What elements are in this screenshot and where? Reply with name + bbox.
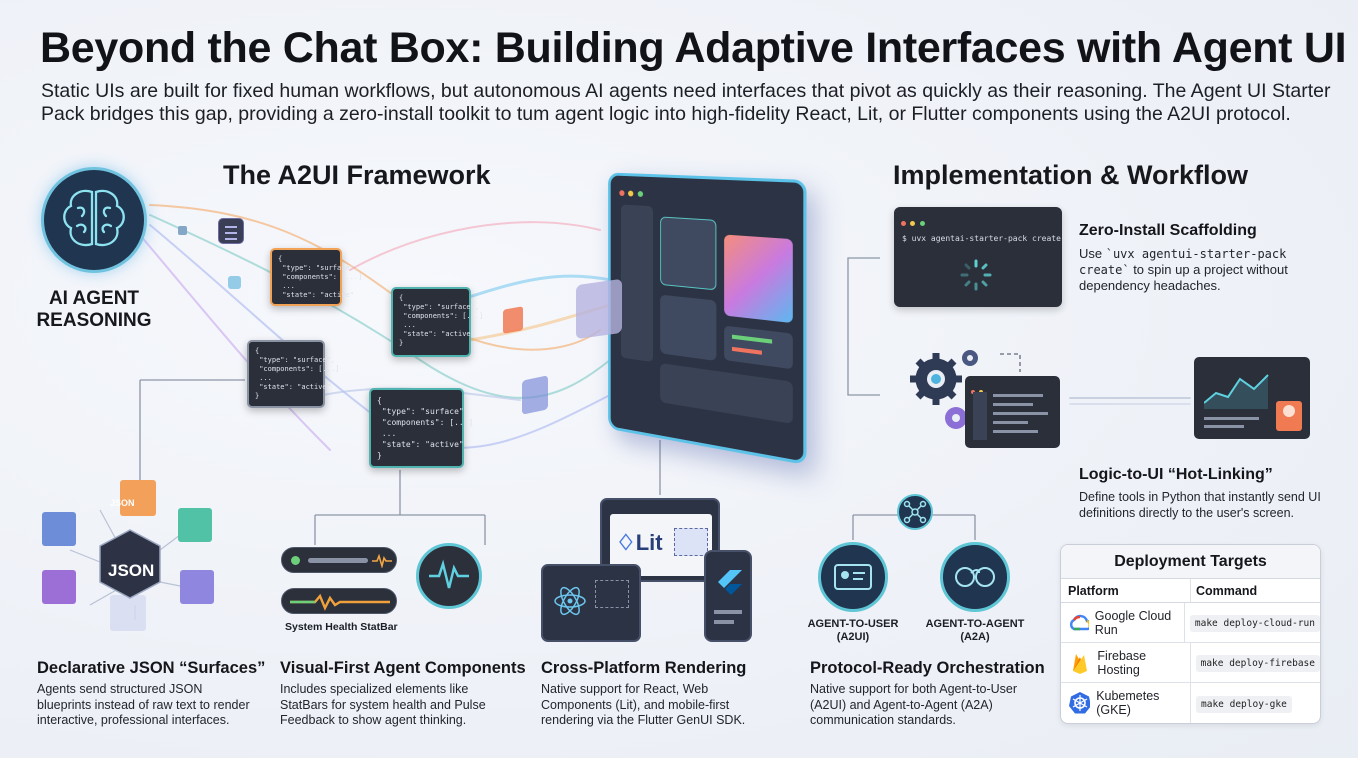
feature-title-orchestration: Protocol-Ready Orchestration [810, 659, 1045, 677]
table-row: Google Cloud Run make deploy-cloud-run [1061, 603, 1320, 643]
terminal-window: $ uvx agentai-starter-pack create [894, 207, 1062, 307]
hotlink-title: Logic-to-UI “Hot-Linking” [1079, 466, 1273, 483]
zero-install-title: Zero-Install Scaffolding [1079, 222, 1257, 239]
statbar-widget [281, 547, 397, 573]
brain-icon [63, 189, 125, 247]
json-small-label: JSON [110, 498, 135, 508]
feature-desc-rendering: Native support for React, Web Components… [541, 682, 746, 727]
deployment-table: Deployment Targets Platform Command Goog… [1060, 544, 1321, 724]
feature-title-json: Declarative JSON “Surfaces” [37, 659, 266, 677]
agent-to-agent-icon [940, 542, 1010, 612]
flow-card-icon [522, 375, 548, 415]
agent-to-user-icon [818, 542, 888, 612]
tablet-device [541, 564, 641, 642]
network-hub-icon [897, 494, 933, 530]
lit-text: Lit [635, 530, 663, 555]
page-title: Beyond the Chat Box: Building Adaptive I… [40, 24, 1347, 72]
zero-install-desc-post: to spin up a project without dependency … [1079, 262, 1288, 293]
floating-panel [576, 278, 622, 340]
user-screen-window [1194, 357, 1310, 439]
feature-title-components: Visual-First Agent Components [280, 659, 526, 677]
a2ui-label-line1: AGENT-TO-USER [807, 618, 899, 630]
gears-icon [910, 350, 978, 429]
deployment-table-header: Platform Command [1061, 579, 1320, 603]
platform-name: Kubemetes (GKE) [1096, 689, 1160, 717]
command-text: make deploy-gke [1196, 695, 1292, 713]
statbar-widget [281, 588, 397, 614]
loading-spinner-icon [960, 259, 992, 291]
code-window [965, 376, 1060, 448]
col-platform: Platform [1061, 579, 1191, 602]
command-text: make deploy-firebase [1195, 655, 1320, 672]
agent-reasoning-label: AI AGENT REASONING [36, 288, 152, 332]
json-snippet-card: { "type": "surface", "components": [...]… [391, 287, 483, 357]
a2a-label-line2: (A2A) [960, 631, 990, 643]
a2a-label-line1: AGENT-TO-AGENT [925, 618, 1025, 630]
feature-desc-orchestration: Native support for both Agent-to-User (A… [810, 682, 1018, 727]
kubernetes-icon [1069, 692, 1091, 714]
zero-install-desc-pre: Use [1079, 246, 1106, 261]
phone-device [704, 550, 752, 642]
terminal-command: $ uvx agentai-starter-pack create [902, 234, 1061, 243]
col-command: Command [1196, 584, 1258, 598]
json-snippet-card: { "type": "surface", "components": [...]… [247, 340, 339, 408]
google-cloud-icon [1069, 614, 1089, 630]
json-cube-cluster [42, 480, 214, 631]
a2ui-label-line2: (A2UI) [836, 631, 870, 643]
platform-name: Google Cloud Run [1094, 608, 1172, 637]
a2a-label: AGENT-TO-AGENT (A2A) [922, 618, 1028, 644]
a2ui-label: AGENT-TO-USER (A2UI) [800, 618, 906, 644]
table-row: Kubemetes (GKE) make deploy-gke [1061, 683, 1320, 723]
statbar-label: System Health StatBar [285, 621, 398, 633]
zero-install-desc: Use `uvx agentui-starter-pack create` to… [1079, 246, 1329, 294]
lit-label: ♢Lit [616, 530, 663, 555]
intro-paragraph: Static UIs are built for fixed human wor… [41, 80, 1331, 125]
ai-brain-badge [41, 167, 147, 273]
flutter-icon [718, 570, 742, 595]
hotlink-desc: Define tools in Python that instantly se… [1079, 490, 1321, 520]
agent-label-line2: REASONING [36, 310, 152, 331]
workflow-heading: Implementation & Workflow [893, 160, 1249, 190]
dashboard-screen [608, 172, 807, 466]
react-icon [554, 586, 586, 616]
json-snippet-card: { "type": "surface", "components": [...]… [270, 248, 362, 306]
flow-square-icon [178, 226, 187, 235]
agent-label-line1: AI AGENT [48, 288, 140, 309]
zero-install-code: `uvx agentui-starter-pack create` [1079, 247, 1287, 277]
firebase-icon [1073, 653, 1087, 674]
feature-title-rendering: Cross-Platform Rendering [541, 659, 747, 677]
deployment-table-title: Deployment Targets [1061, 545, 1320, 579]
flow-square-icon [228, 276, 241, 289]
feature-desc-components: Includes specialized elements like StatB… [280, 682, 486, 727]
flow-card-icon [503, 306, 523, 334]
list-icon [218, 218, 244, 244]
framework-heading: The A2UI Framework [223, 160, 491, 190]
platform-name: Firebase Hosting [1097, 648, 1147, 677]
feature-desc-json: Agents send structured JSON blueprints i… [37, 682, 250, 727]
json-cube-label: JSON [108, 561, 155, 580]
pulse-feedback-icon [416, 543, 482, 609]
json-snippet-card: { "type": "surface", "components": [...]… [369, 388, 473, 468]
command-text: make deploy-cloud-run [1189, 615, 1320, 632]
table-row: Firebase Hosting make deploy-firebase [1061, 643, 1320, 683]
